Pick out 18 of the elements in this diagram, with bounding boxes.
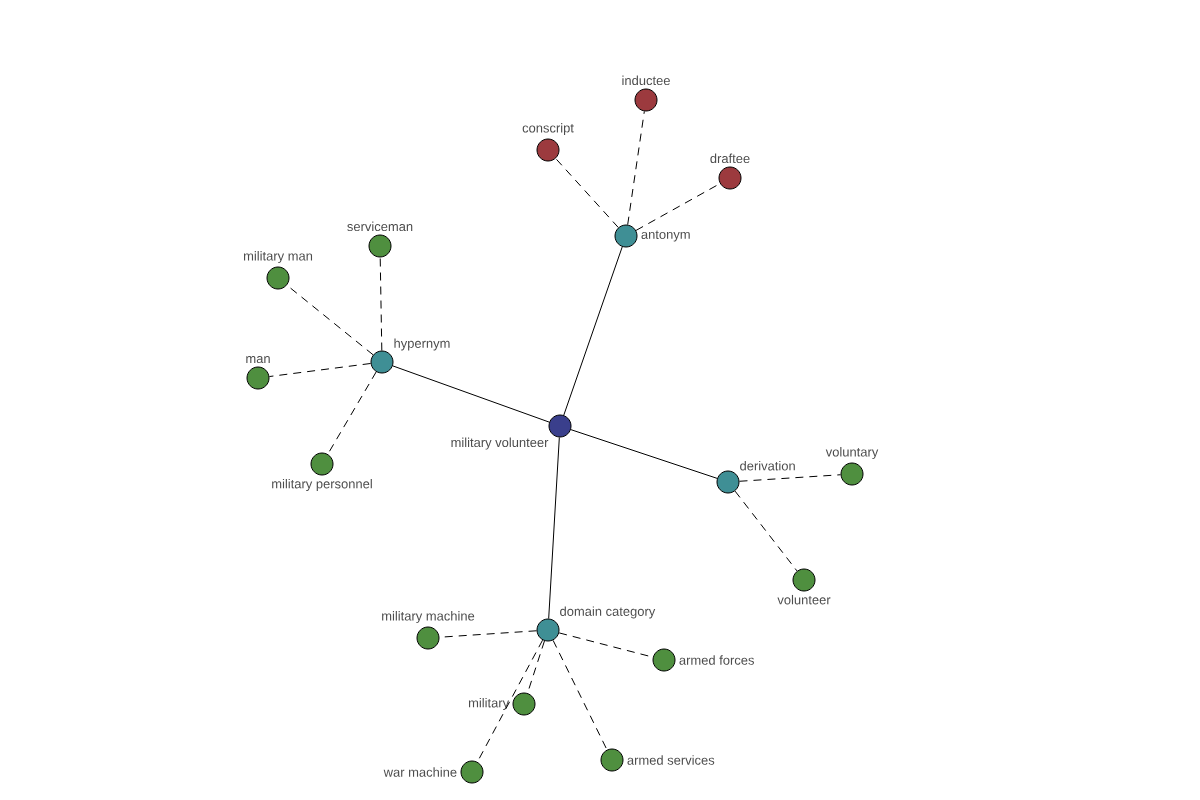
dashed-line [734,490,798,572]
dashed-line [627,110,645,226]
connector-line [563,246,623,416]
dashed-line [476,639,544,763]
dashed-line [739,474,842,482]
connector-line [570,429,718,479]
dashed-line [327,371,377,455]
dashed-line [527,640,545,694]
dashed-line [268,363,372,378]
connector-line [392,365,550,423]
dashed-line [439,630,538,638]
dashed-line [555,158,619,228]
dashed-line [379,257,383,351]
dashed-line [558,632,654,658]
dashed-line [286,284,374,356]
dashed-line [552,639,608,751]
dashed-line [635,183,721,231]
connector-line [548,437,560,620]
